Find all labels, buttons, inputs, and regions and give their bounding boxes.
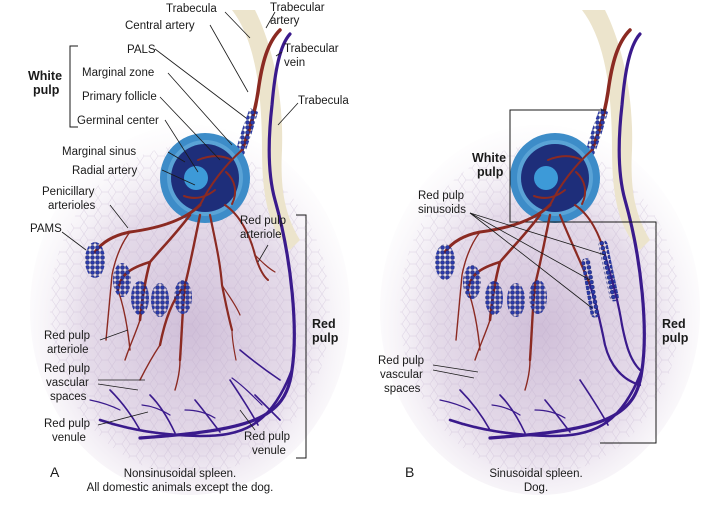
label-red-pulp-a-1: Red [312, 317, 336, 331]
radial-artery-b [533, 149, 593, 206]
label-radial-artery: Radial artery [72, 165, 137, 177]
label-vascular-b-2: vascular [380, 369, 423, 381]
label-vascular-b-1: Red pulp [378, 355, 424, 367]
label-vascular-a-2: vascular [46, 377, 89, 389]
label-white-pulp-a-2: pulp [33, 83, 60, 97]
white-pulp-box-b [509, 109, 606, 223]
red-pulp-sinusoids-b [581, 240, 642, 387]
panel-b-letter: B [405, 464, 414, 480]
label-pals: PALS [127, 44, 156, 56]
red-pulp-bracket-b [600, 221, 657, 444]
label-central-artery: Central artery [125, 20, 195, 32]
label-white-pulp-b-2: pulp [477, 165, 504, 179]
panel-a-letter: A [50, 464, 60, 480]
label-trabecula-right: Trabecula [298, 95, 349, 107]
white-pulp-bracket-a [69, 45, 78, 128]
leader-lines-a [61, 11, 299, 431]
red-pulp-venules-b [439, 368, 644, 438]
label-venule-l1: Red pulp [44, 418, 90, 430]
label-trabecular-vein-1: Trabecular [284, 43, 339, 55]
label-red-pulp-b-1: Red [662, 317, 686, 331]
panel-a-caption-1: Nonsinusoidal spleen. [124, 468, 237, 480]
label-vascular-a-1: Red pulp [44, 363, 90, 375]
label-red-pulp-arteriole-r1: Red pulp [240, 215, 286, 227]
pals-sheath [236, 108, 258, 155]
label-venule-r2: venule [252, 445, 286, 457]
panel-b-caption-2: Dog. [524, 482, 548, 494]
label-trabecula-top: Trabecula [166, 3, 217, 15]
label-red-pulp-arteriole-l1: Red pulp [44, 330, 90, 342]
label-sinusoids-2: sinusoids [418, 204, 466, 216]
label-venule-l2: venule [52, 432, 86, 444]
label-marginal-zone: Marginal zone [82, 67, 154, 79]
pams-clusters [85, 242, 192, 317]
label-pams: PAMS [30, 223, 62, 235]
label-germinal-center: Germinal center [77, 115, 159, 127]
label-red-pulp-a-2: pulp [312, 331, 339, 345]
radial-artery [183, 149, 243, 206]
label-marginal-sinus: Marginal sinus [62, 146, 136, 158]
label-penicillary-1: Penicillary [42, 186, 95, 198]
label-red-pulp-arteriole-l2: arteriole [47, 344, 89, 356]
label-red-pulp-b-2: pulp [662, 331, 689, 345]
label-trabecular-artery-2: artery [270, 15, 300, 27]
germinal-center [184, 166, 208, 190]
germinal-center-b [534, 166, 558, 190]
label-primary-follicle: Primary follicle [82, 91, 157, 103]
panel-a-caption-2: All domestic animals except the dog. [87, 482, 274, 494]
label-white-pulp-b-1: White [472, 151, 506, 165]
label-vascular-b-3: spaces [384, 383, 421, 395]
pams-clusters-b [435, 244, 547, 317]
leader-lines-b [432, 212, 606, 379]
label-sinusoids-1: Red pulp [418, 190, 464, 202]
label-vascular-a-3: spaces [50, 391, 87, 403]
label-trabecular-vein-2: vein [284, 57, 305, 69]
label-red-pulp-arteriole-r2: arteriole [240, 229, 282, 241]
trabecula-b [582, 10, 650, 250]
label-trabecular-artery-1: Trabecular [270, 2, 325, 14]
red-pulp-venules [89, 349, 294, 438]
panel-b-caption-1: Sinusoidal spleen. [489, 468, 582, 480]
pals-sheath-b [586, 108, 608, 155]
panel-a: Trabecula Trabecular artery Central arte… [28, 2, 350, 495]
label-white-pulp-a-1: White [28, 69, 62, 83]
red-pulp-cells [50, 145, 330, 475]
label-penicillary-2: arterioles [48, 200, 96, 212]
trabecula [232, 10, 300, 250]
label-venule-r1: Red pulp [244, 431, 290, 443]
panel-b: White pulp Red pulp sinusoids Red pulp v… [378, 10, 700, 495]
red-pulp-bracket-a [296, 214, 307, 459]
